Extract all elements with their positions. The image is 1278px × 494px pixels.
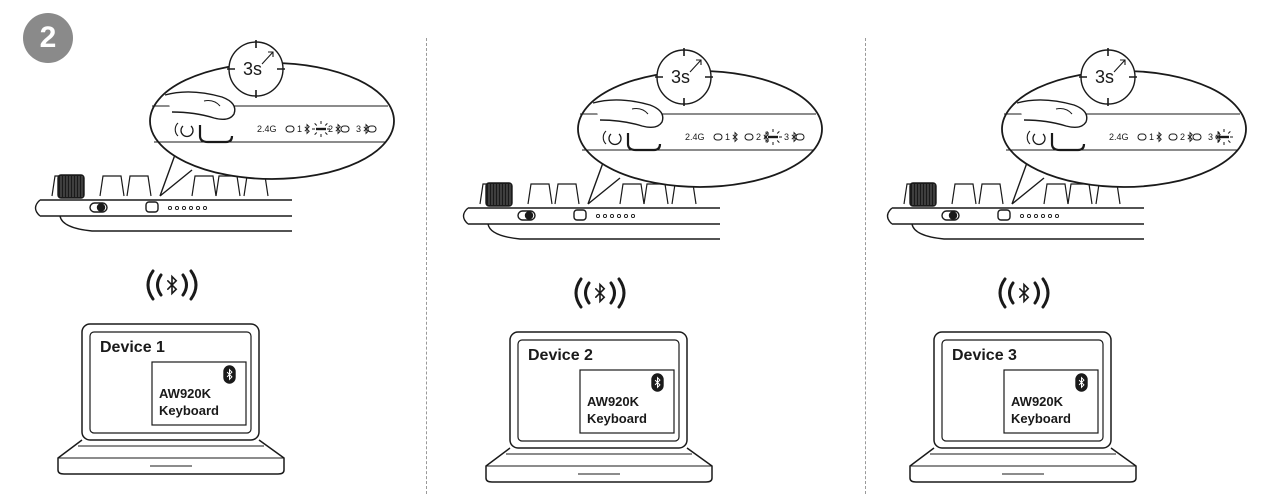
bluetooth-icon (223, 365, 236, 384)
laptop-illustration (57, 323, 285, 475)
bluetooth-signal-icon (998, 277, 1050, 309)
keyboard-illustration (462, 182, 720, 240)
bluetooth-icon (732, 131, 738, 143)
indicator-label-24g: 2.4G (257, 124, 277, 134)
device-name: Device 2 (528, 347, 593, 364)
bluetooth-icon (335, 123, 341, 135)
volume-knob-icon (57, 174, 85, 199)
step-badge: 2 (23, 13, 73, 63)
pairing-dialog (1003, 369, 1099, 434)
indicator-label-3: 3 (1208, 132, 1214, 142)
power-switch-icon (89, 202, 108, 213)
zoom-callout (149, 62, 395, 197)
power-switch-icon (941, 210, 960, 221)
bluetooth-icon (1215, 131, 1221, 143)
indicator-label-2: 2 (1180, 132, 1186, 142)
indicator-label-1: 1 (1149, 132, 1155, 142)
indicator-led-ch2 (340, 125, 350, 133)
pairing-dialog (151, 361, 247, 426)
timer-label: 3s (243, 59, 263, 79)
timer-label: 3s (671, 67, 691, 87)
bluetooth-icon (363, 123, 369, 135)
bluetooth-signal-icon (146, 269, 198, 301)
indicator-label-3: 3 (356, 124, 362, 134)
product-name-line1: AW920K (159, 386, 212, 401)
indicator-led-ch1 (1168, 133, 1178, 141)
finger-press-icon (592, 99, 664, 129)
pairing-dialog (579, 369, 675, 434)
indicator-label-24g: 2.4G (685, 132, 705, 142)
indicator-label-2: 2 (756, 132, 762, 142)
bluetooth-icon (791, 131, 797, 143)
bluetooth-icon (304, 123, 310, 135)
product-name-line1: AW920K (1011, 394, 1064, 409)
stopwatch-icon (227, 40, 285, 98)
indicator-led-ch2 (1192, 133, 1202, 141)
indicator-label-1: 1 (297, 124, 303, 134)
connect-icon (174, 122, 194, 138)
stopwatch-icon (655, 48, 713, 106)
indicator-led-ch3 (367, 125, 377, 133)
indicator-led-mode_24g (713, 133, 723, 141)
product-name-line2: Keyboard (1011, 411, 1071, 426)
indicator-led-mode_24g (285, 125, 295, 133)
bluetooth-icon (651, 373, 664, 392)
finger-press-icon (164, 91, 236, 121)
product-name-line2: Keyboard (587, 411, 647, 426)
bluetooth-icon (1075, 373, 1088, 392)
connect-icon (602, 130, 622, 146)
indicator-led-ch1 (312, 121, 330, 137)
product-name-line1: AW920K (587, 394, 640, 409)
stopwatch-icon (1079, 48, 1137, 106)
indicator-led-mode_24g (1137, 133, 1147, 141)
connect-button-small (145, 201, 159, 213)
connect-button-small (997, 209, 1011, 221)
bluetooth-icon (763, 131, 769, 143)
divider-2 (865, 38, 866, 494)
divider-1 (426, 38, 427, 494)
keyboard-illustration (886, 182, 1144, 240)
volume-knob-icon (485, 182, 513, 207)
laptop-illustration (909, 331, 1137, 483)
connect-button (1050, 133, 1086, 152)
device-name: Device 3 (952, 347, 1017, 364)
volume-knob-icon (909, 182, 937, 207)
finger-press-icon (1016, 99, 1088, 129)
connect-button (626, 133, 662, 152)
indicator-led-ch1 (744, 133, 754, 141)
indicator-led-ch3 (795, 133, 805, 141)
power-switch-icon (517, 210, 536, 221)
indicator-label-3: 3 (784, 132, 790, 142)
indicator-label-1: 1 (725, 132, 731, 142)
zoom-callout (577, 70, 823, 205)
bluetooth-icon (1187, 131, 1193, 143)
connect-icon (1026, 130, 1046, 146)
bluetooth-icon (1156, 131, 1162, 143)
bluetooth-signal-icon (574, 277, 626, 309)
connect-button (198, 125, 234, 144)
indicator-label-2: 2 (328, 124, 334, 134)
laptop-illustration (485, 331, 713, 483)
product-name-line2: Keyboard (159, 403, 219, 418)
device-name: Device 1 (100, 339, 165, 356)
connect-button-small (573, 209, 587, 221)
timer-label: 3s (1095, 67, 1115, 87)
indicator-label-24g: 2.4G (1109, 132, 1129, 142)
